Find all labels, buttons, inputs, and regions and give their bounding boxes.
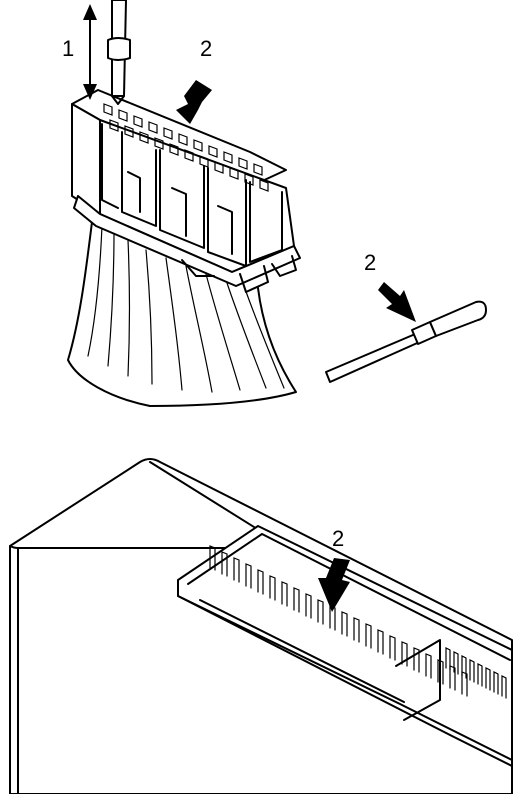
probe-tool: [107, 0, 131, 105]
terminal-cavity: [163, 127, 173, 140]
terminal-cavity: [238, 157, 248, 170]
socket-pin: [493, 671, 499, 695]
socket-pin: [257, 569, 264, 595]
terminal-cavity: [223, 151, 233, 164]
socket-pin: [425, 653, 432, 679]
terminal-cavity: [259, 179, 269, 192]
socket-pin: [293, 587, 300, 613]
socket-pin: [281, 581, 288, 607]
socket-pin: [445, 647, 451, 671]
socket-pin: [413, 647, 420, 673]
terminal-cavity: [193, 139, 203, 152]
terminal-cavity: [133, 115, 143, 128]
terminal-cavity: [139, 131, 149, 144]
terminal-cavity: [148, 121, 158, 134]
terminal-cavity: [109, 119, 119, 132]
callout-probe-motion: 1: [62, 36, 74, 61]
terminal-cavity: [253, 163, 263, 176]
loose-terminal-illustration: 2: [325, 250, 487, 383]
terminal-cavity: [103, 103, 113, 116]
socket-pin: [477, 663, 483, 687]
callout-connector-terminal: 2: [200, 36, 212, 61]
socket-pin: [377, 629, 384, 655]
socket-pin: [365, 623, 372, 649]
terminal-cavity: [169, 143, 179, 156]
socket-pin: [485, 667, 491, 691]
socket-pin: [221, 551, 228, 577]
callout-ecu-terminal: 2: [332, 526, 344, 551]
socket-pin: [233, 557, 240, 583]
terminal-cavity: [124, 125, 134, 138]
socket-pin: [461, 655, 467, 679]
socket-pin: [305, 593, 312, 619]
ecu-socket-pins: [209, 545, 507, 699]
connector-terminal-arrow-icon: [176, 80, 212, 124]
socket-pin: [209, 545, 216, 571]
terminal-cavity: [118, 109, 128, 122]
terminal-cavity: [178, 133, 188, 146]
socket-pin: [269, 575, 276, 601]
socket-pin: [317, 599, 324, 625]
terminal-cavity-grid: [103, 103, 269, 192]
ecu-terminal-arrow-icon: [318, 558, 350, 612]
socket-pin: [245, 563, 252, 589]
ecu-socket-illustration: 2: [9, 458, 513, 794]
socket-pin: [437, 659, 444, 685]
callout-loose-terminal: 2: [364, 250, 376, 275]
socket-pin: [449, 665, 456, 691]
terminal-cavity: [229, 167, 239, 180]
terminal-cavity: [214, 161, 224, 174]
socket-pin: [353, 617, 360, 643]
harness-connector-illustration: 1 2: [62, 0, 301, 407]
motion-arrow-icon: [83, 4, 97, 100]
connector-housing: [71, 89, 301, 293]
socket-pin: [453, 651, 459, 675]
terminal-cavity: [184, 149, 194, 162]
terminal-cavity: [199, 155, 209, 168]
socket-pin: [401, 641, 408, 667]
terminal-cavity: [244, 173, 254, 186]
socket-pin: [501, 675, 507, 699]
socket-pin: [469, 659, 475, 683]
terminal-cavity: [208, 145, 218, 158]
socket-pin: [461, 671, 468, 697]
socket-pin: [389, 635, 396, 661]
socket-pin: [341, 611, 348, 637]
wire-harness: [67, 221, 297, 407]
terminal-cavity: [154, 137, 164, 150]
loose-terminal-arrow-icon: [378, 282, 416, 322]
